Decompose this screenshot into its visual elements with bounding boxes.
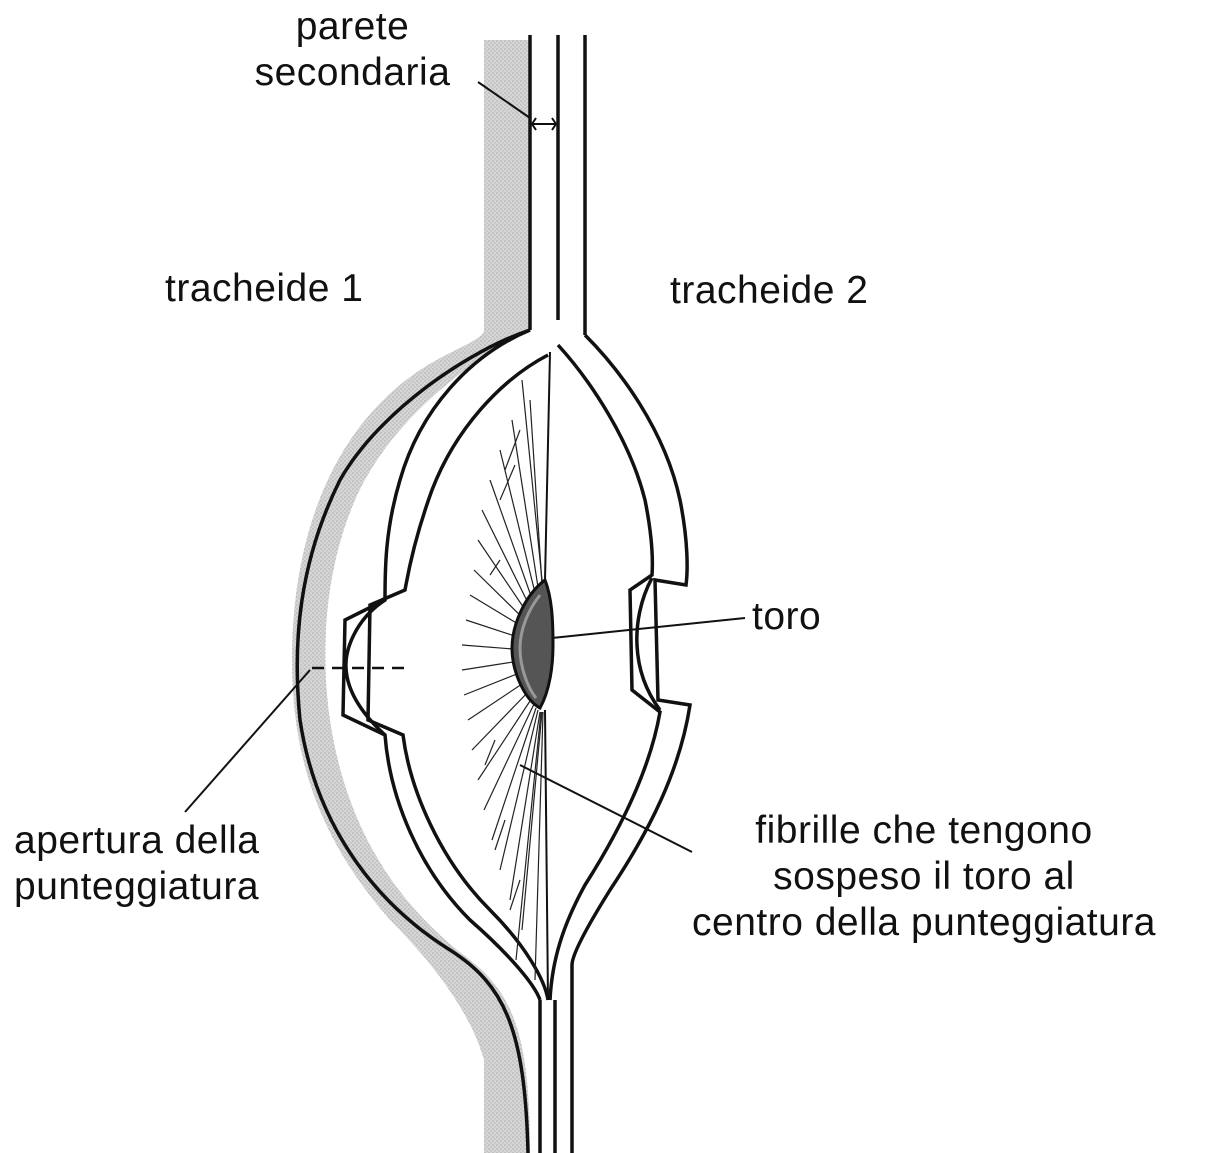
label-fibrille-line-2: sospeso il toro al — [628, 854, 1220, 900]
label-tracheide-2: tracheide 2 — [670, 268, 868, 314]
label-toro: toro — [752, 594, 821, 640]
label-fibrille: fibrille che tengono sospeso il toro al … — [628, 808, 1220, 946]
label-apertura: apertura della punteggiatura — [14, 818, 260, 910]
label-apertura-line-1: apertura della — [14, 818, 260, 864]
leader-parete-secondaria-arrow — [532, 118, 556, 130]
label-fibrille-line-1: fibrille che tengono — [628, 808, 1220, 854]
leader-toro — [552, 618, 745, 638]
label-tracheide-1: tracheide 1 — [165, 266, 363, 312]
leader-apertura — [185, 670, 310, 812]
label-parete-secondaria: parete secondaria — [230, 4, 475, 96]
label-parete-line-2: secondaria — [230, 50, 475, 96]
label-parete-line-1: parete — [230, 4, 475, 50]
label-fibrille-line-3: centro della punteggiatura — [628, 900, 1220, 946]
secondary-wall-shading — [292, 40, 530, 1153]
label-apertura-line-2: punteggiatura — [14, 864, 260, 910]
